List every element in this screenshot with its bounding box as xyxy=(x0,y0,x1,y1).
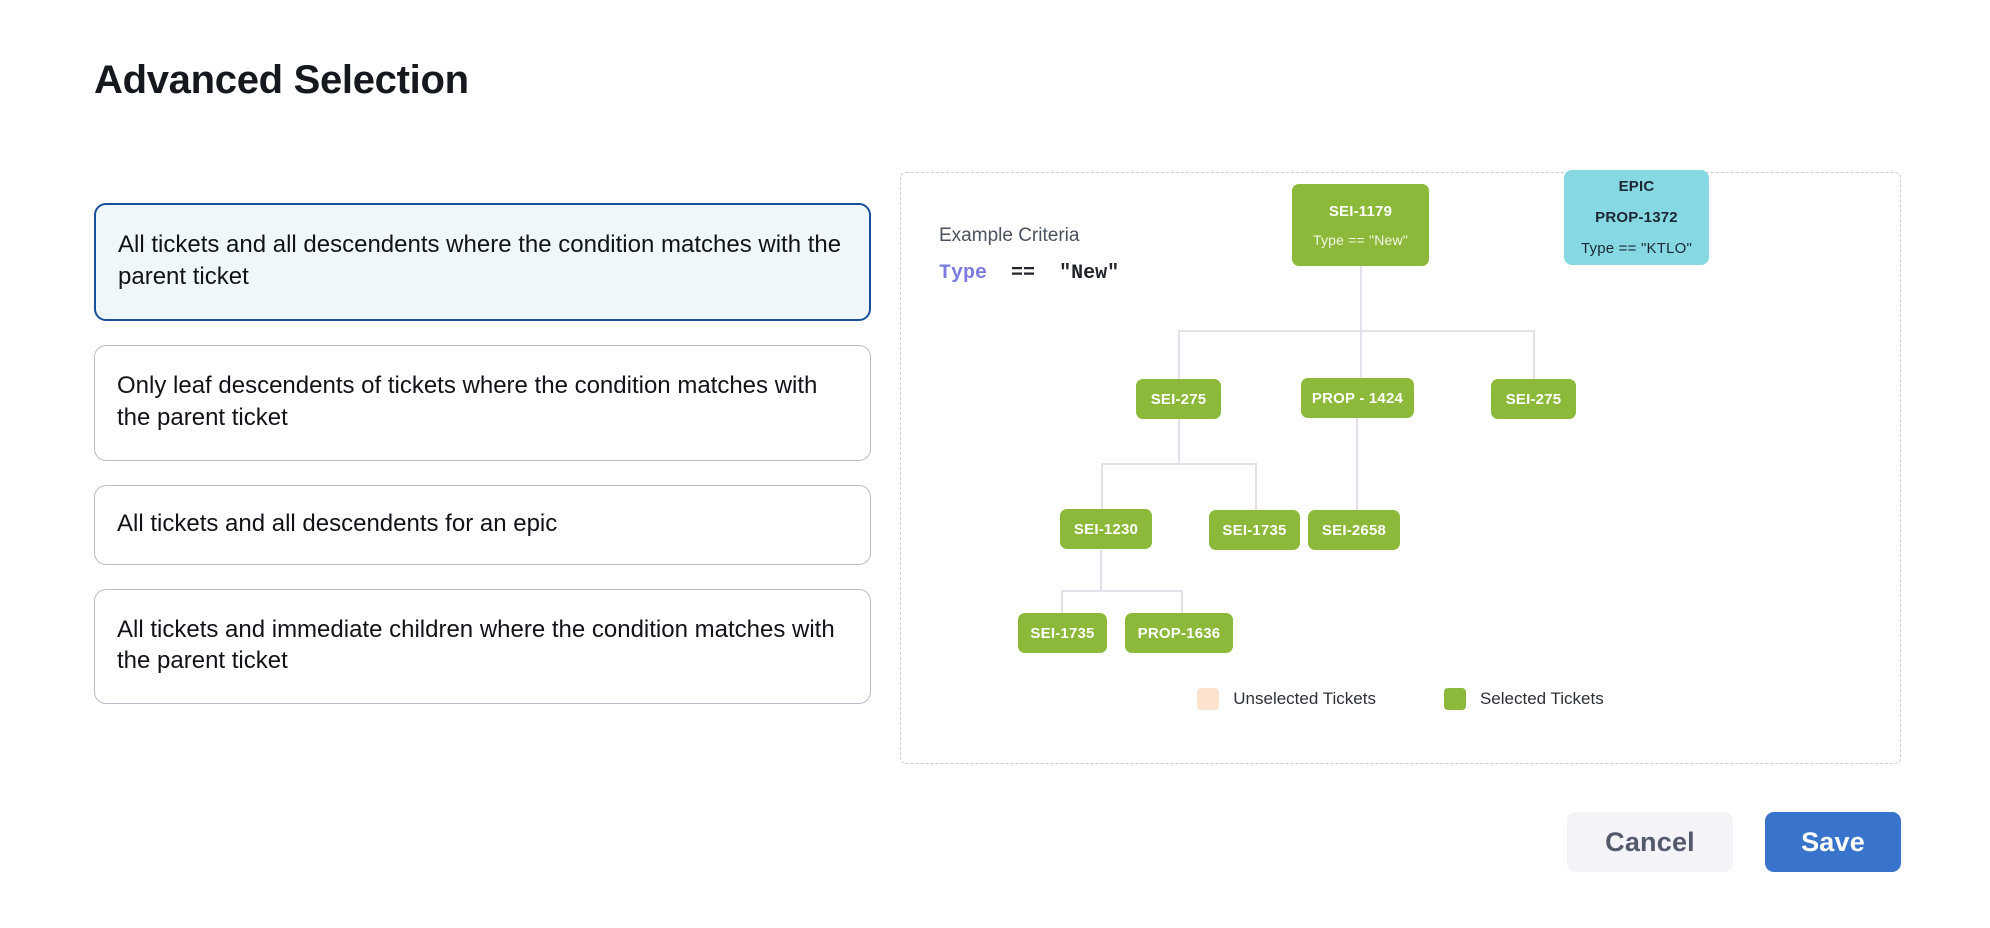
node-id: SEI-1735 xyxy=(1030,624,1095,642)
tree-node-epic-prop-1372[interactable]: EPIC PROP-1372 Type == "KTLO" xyxy=(1564,170,1709,265)
option-label: All tickets and all descendents where th… xyxy=(118,231,842,290)
tree-node-sei-275-right[interactable]: SEI-275 xyxy=(1491,379,1576,419)
node-condition: Type == "New" xyxy=(1312,231,1409,248)
option-label: Only leaf descendents of tickets where t… xyxy=(117,371,818,431)
page-title: Advanced Selection xyxy=(94,58,469,102)
connector-row3-left xyxy=(1101,463,1103,509)
node-id: SEI-275 xyxy=(1150,390,1207,408)
option-card-immediate-children-condition[interactable]: All tickets and immediate children where… xyxy=(94,588,871,705)
example-diagram-panel: Example Criteria Type == "New" SEI-1179 … xyxy=(900,170,1901,764)
node-id: SEI-275 xyxy=(1505,390,1562,408)
connector-sei1230-down xyxy=(1100,550,1102,591)
dialog-footer: Cancel Save xyxy=(1567,812,1901,872)
tree-node-sei-1735-row3[interactable]: SEI-1735 xyxy=(1209,510,1300,550)
connector-row2-bar xyxy=(1178,330,1534,332)
node-id: SEI-1230 xyxy=(1073,520,1139,538)
node-id: SEI-1179 xyxy=(1328,202,1393,220)
legend-item-unselected: Unselected Tickets xyxy=(1197,688,1376,710)
tree-node-prop-1636[interactable]: PROP-1636 xyxy=(1125,613,1233,653)
option-card-all-descendents-epic[interactable]: All tickets and all descendents for an e… xyxy=(94,484,871,565)
diagram-legend: Unselected Tickets Selected Tickets xyxy=(901,688,1900,710)
connector-row4-bar xyxy=(1061,590,1182,592)
connector-row2-mid xyxy=(1360,330,1362,378)
connector-root-down xyxy=(1360,266,1362,331)
node-id: PROP-1636 xyxy=(1137,624,1221,642)
criteria-expression: Type == "New" xyxy=(939,262,1119,285)
node-id: SEI-1735 xyxy=(1222,521,1287,539)
node-condition: Type == "KTLO" xyxy=(1580,240,1692,257)
tree-node-sei-1735-row4[interactable]: SEI-1735 xyxy=(1018,613,1107,653)
node-id: PROP - 1424 xyxy=(1311,389,1404,407)
criteria-value: "New" xyxy=(1059,262,1120,285)
connector-row4-right xyxy=(1181,590,1183,613)
criteria-title: Example Criteria xyxy=(939,225,1080,246)
option-card-all-descendents-condition[interactable]: All tickets and all descendents where th… xyxy=(94,203,871,321)
legend-item-selected: Selected Tickets xyxy=(1443,688,1604,710)
node-id: SEI-2658 xyxy=(1321,521,1387,539)
legend-swatch-selected-icon xyxy=(1443,688,1466,710)
criteria-operator: == xyxy=(1011,262,1036,285)
legend-label: Unselected Tickets xyxy=(1233,689,1376,708)
node-id: PROP-1372 xyxy=(1595,209,1678,226)
tree-node-sei-1179[interactable]: SEI-1179 Type == "New" xyxy=(1292,184,1429,266)
connector-row3-right xyxy=(1255,463,1257,510)
node-kind: EPIC xyxy=(1618,178,1655,195)
connector-prop1424-down xyxy=(1356,418,1358,510)
tree-node-prop-1424[interactable]: PROP - 1424 xyxy=(1301,378,1414,418)
legend-swatch-unselected-icon xyxy=(1197,688,1220,710)
connector-sei275-down xyxy=(1178,419,1180,464)
connector-row2-left xyxy=(1178,330,1180,379)
option-label: All tickets and immediate children where… xyxy=(117,615,835,675)
tree-node-sei-1230[interactable]: SEI-1230 xyxy=(1060,509,1152,549)
connector-row2-right xyxy=(1533,330,1535,379)
option-card-leaf-descendents-condition[interactable]: Only leaf descendents of tickets where t… xyxy=(94,344,871,461)
option-label: All tickets and all descendents for an e… xyxy=(117,509,558,537)
criteria-field: Type xyxy=(939,262,988,285)
connector-row3-bar xyxy=(1101,463,1256,465)
connector-row4-left xyxy=(1061,590,1063,613)
save-button[interactable]: Save xyxy=(1765,812,1901,872)
tree-node-sei-275-left[interactable]: SEI-275 xyxy=(1136,379,1221,419)
cancel-button[interactable]: Cancel xyxy=(1567,812,1733,872)
legend-label: Selected Tickets xyxy=(1479,689,1604,708)
selection-options-list: All tickets and all descendents where th… xyxy=(94,203,871,728)
tree-node-sei-2658[interactable]: SEI-2658 xyxy=(1308,510,1400,550)
